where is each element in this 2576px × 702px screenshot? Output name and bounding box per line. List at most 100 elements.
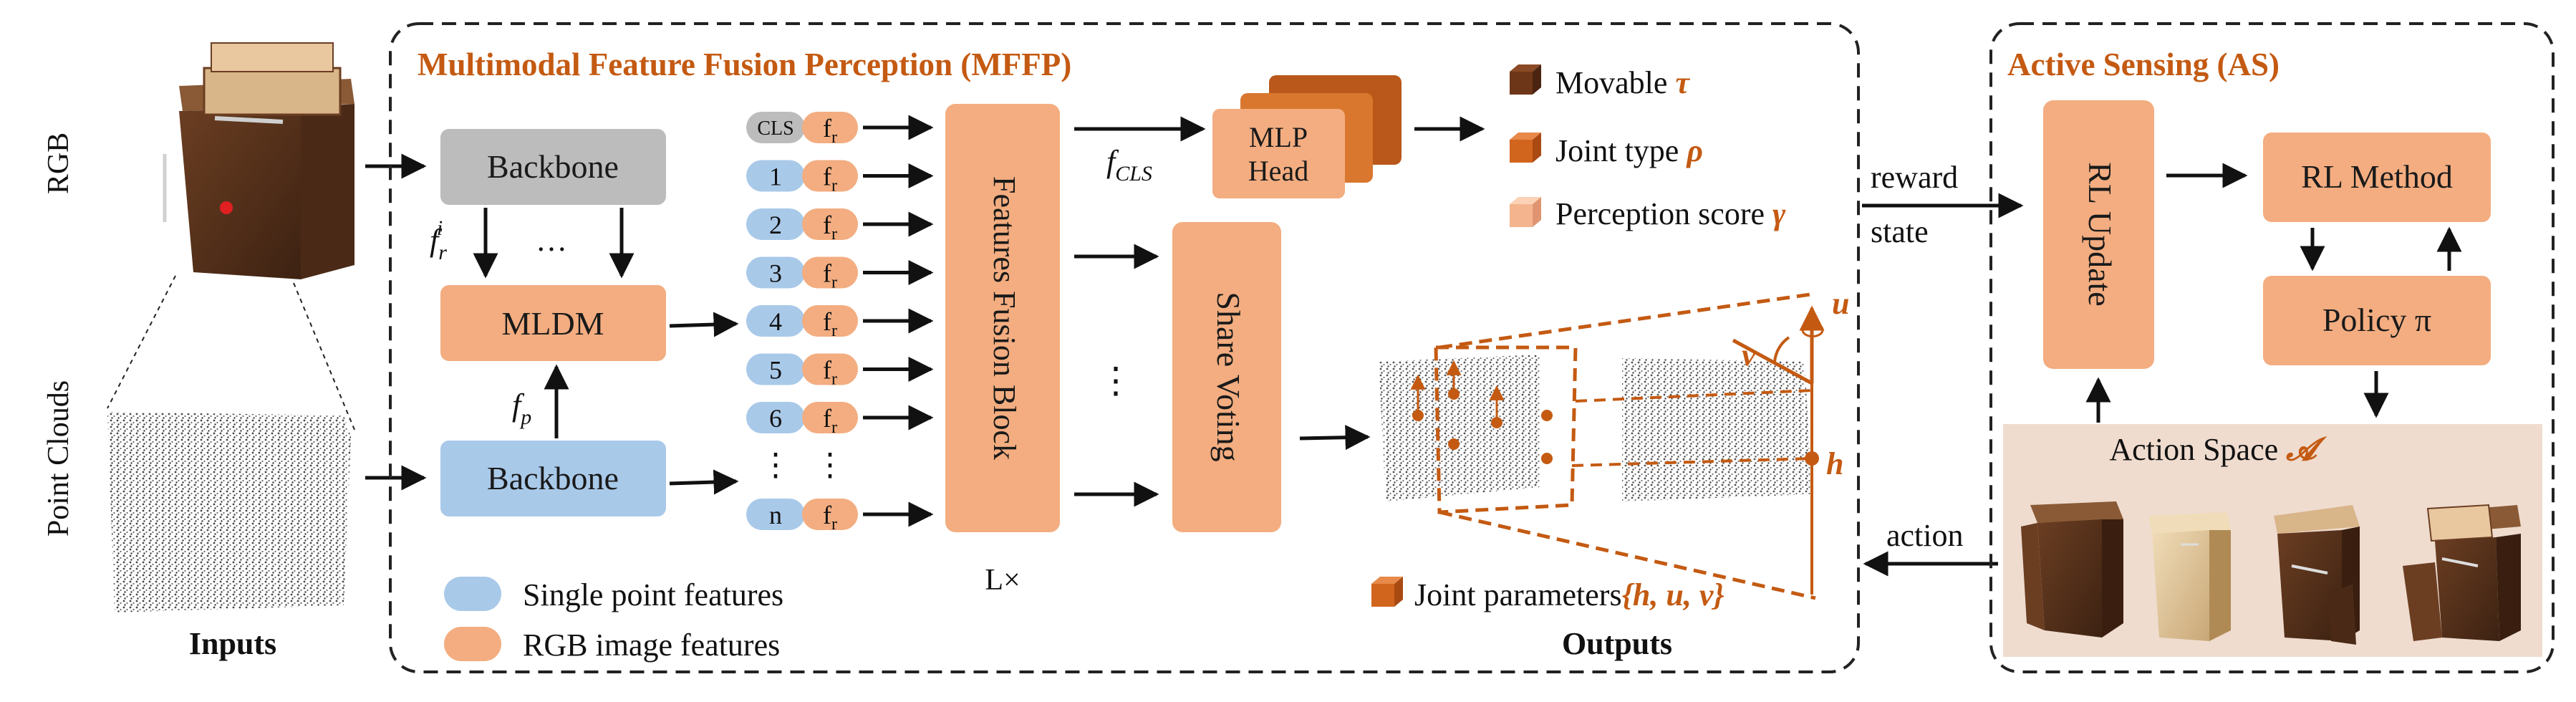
backbone-pc bbox=[440, 441, 666, 516]
height-h-label: h bbox=[1826, 446, 1843, 481]
action-space-label: Action Space 𝓐 bbox=[2109, 432, 2327, 467]
arrow-backbone-tokens bbox=[669, 469, 739, 495]
rgb-token-label: fr bbox=[823, 501, 837, 534]
token-row: fr 1 bbox=[746, 160, 934, 196]
reward-label: reward bbox=[1871, 160, 1958, 195]
token-label: 5 bbox=[769, 356, 782, 385]
rgb-token-pill bbox=[802, 402, 858, 433]
legend-rgb-label: RGB image features bbox=[523, 628, 780, 663]
layers-label: L× bbox=[985, 564, 1020, 597]
movable-cube-icon bbox=[1510, 64, 1541, 95]
voting-dots: ⋮ bbox=[1098, 360, 1134, 400]
point-token-pill bbox=[746, 160, 805, 192]
action-label: action bbox=[1886, 518, 1964, 553]
features-fusion-block bbox=[945, 104, 1060, 532]
token-row: fr n bbox=[746, 499, 934, 534]
token-row: fr2 bbox=[746, 208, 934, 244]
mldm-block bbox=[440, 285, 666, 361]
point-cloud-image bbox=[107, 412, 351, 612]
red-point-marker bbox=[220, 201, 233, 214]
as-title: Active Sensing (AS) bbox=[2007, 47, 2280, 82]
point-token-pill bbox=[746, 499, 805, 530]
rgb-token-vdots: ⋮ bbox=[814, 448, 846, 483]
rgb-token-pill bbox=[802, 208, 858, 240]
rgb-token-pill bbox=[802, 499, 858, 530]
rgb-label: RGB bbox=[42, 133, 75, 194]
rl-method-block bbox=[2263, 133, 2491, 222]
zoom-line-left bbox=[107, 275, 176, 409]
legend-single-point: Single point features bbox=[444, 577, 783, 612]
outputs-legend: Movable τ Joint type ρ Perception score … bbox=[1510, 64, 1786, 231]
fp-label: fp bbox=[512, 388, 531, 429]
fri-label: fri bbox=[430, 216, 447, 264]
token-row: fr3 bbox=[746, 256, 934, 292]
mffp-panel bbox=[389, 22, 1860, 673]
point-token-pill bbox=[746, 353, 805, 385]
rl-update-label: RL Update bbox=[2082, 162, 2118, 306]
fcls-label: fCLS bbox=[1106, 144, 1152, 186]
rgb-token-label: fr bbox=[823, 307, 837, 340]
token-row-ellipsis: ⋮⋮ bbox=[760, 448, 846, 483]
movable-output: Movable τ bbox=[1555, 65, 1690, 100]
token-row: fr CLS bbox=[746, 112, 934, 147]
axis-u-label: u bbox=[1832, 286, 1849, 321]
features-fusion-label: Features Fusion Block bbox=[987, 176, 1022, 460]
rgb-token-label: fr bbox=[823, 114, 837, 147]
backbone-pc-label: Backbone bbox=[487, 460, 619, 496]
legend-rgb-image: RGB image features bbox=[444, 627, 780, 663]
token-label: 1 bbox=[769, 163, 782, 191]
rgb-token-label: fr bbox=[823, 163, 837, 196]
joint-parameters-output: Joint parameters{h, u, v} bbox=[1414, 577, 1724, 612]
share-voting-label: Share Voting bbox=[1210, 292, 1247, 461]
rl-update-block bbox=[2043, 100, 2154, 369]
token-row: fr 4 bbox=[746, 305, 934, 340]
legend-single-label: Single point features bbox=[523, 577, 783, 612]
token-label: 3 bbox=[769, 259, 782, 288]
mlp-head-line2: Head bbox=[1248, 155, 1308, 187]
joint-type-output: Joint type ρ bbox=[1555, 133, 1703, 168]
backbone-ellipsis: … bbox=[536, 223, 567, 258]
as-panel bbox=[1989, 22, 2555, 673]
point-token-pill bbox=[746, 402, 805, 433]
rgb-token-label: fr bbox=[823, 356, 837, 389]
rgb-token-label: fr bbox=[823, 404, 837, 437]
token-label: CLS bbox=[757, 117, 793, 140]
token-label: 2 bbox=[769, 211, 782, 239]
backbone-rgb bbox=[440, 129, 666, 205]
token-row: fr 6 bbox=[746, 402, 934, 437]
joint-type-cube-icon bbox=[1510, 133, 1541, 163]
action-space-cabinets bbox=[2021, 501, 2521, 645]
mffp-title: Multimodal Feature Fusion Perception (MF… bbox=[418, 47, 1071, 82]
arrow-mldm-tokens bbox=[669, 312, 739, 337]
inputs-caption: Inputs bbox=[189, 626, 276, 661]
cls-token-pill bbox=[746, 112, 805, 143]
policy-block bbox=[2263, 276, 2491, 365]
rgb-token-pill bbox=[802, 353, 858, 385]
token-label: 4 bbox=[769, 307, 782, 336]
rgb-token-pill bbox=[802, 305, 858, 337]
rgb-token-pill bbox=[802, 160, 858, 192]
rgb-token-pill bbox=[802, 112, 858, 143]
angle-v-label: v bbox=[1742, 337, 1756, 372]
mlp-head-stack: MLP Head bbox=[1212, 75, 1402, 198]
inputs-section: RGB Point Clouds Inputs bbox=[42, 42, 355, 661]
token-label: n bbox=[769, 501, 782, 529]
mlp-head-line1: MLP bbox=[1249, 121, 1308, 153]
mldm-label: MLDM bbox=[501, 305, 604, 342]
outputs-caption: Outputs bbox=[1562, 626, 1672, 661]
policy-label: Policy π bbox=[2322, 302, 2431, 338]
point-token-pill bbox=[746, 256, 805, 289]
joint-params-cube-icon bbox=[1371, 577, 1403, 607]
cabinet-image bbox=[163, 42, 354, 279]
token-label: 6 bbox=[769, 404, 782, 433]
rgb-token-pill bbox=[802, 256, 858, 289]
perception-score-output: Perception score γ bbox=[1555, 196, 1786, 231]
rl-method-label: RL Method bbox=[2301, 158, 2453, 195]
point-clouds-label: Point Clouds bbox=[42, 380, 75, 537]
token-row: fr 5 bbox=[746, 353, 934, 389]
point-token-pill bbox=[746, 305, 805, 337]
token-vdots: ⋮ bbox=[760, 448, 791, 483]
joint-visualization: u v h bbox=[1379, 286, 1849, 600]
